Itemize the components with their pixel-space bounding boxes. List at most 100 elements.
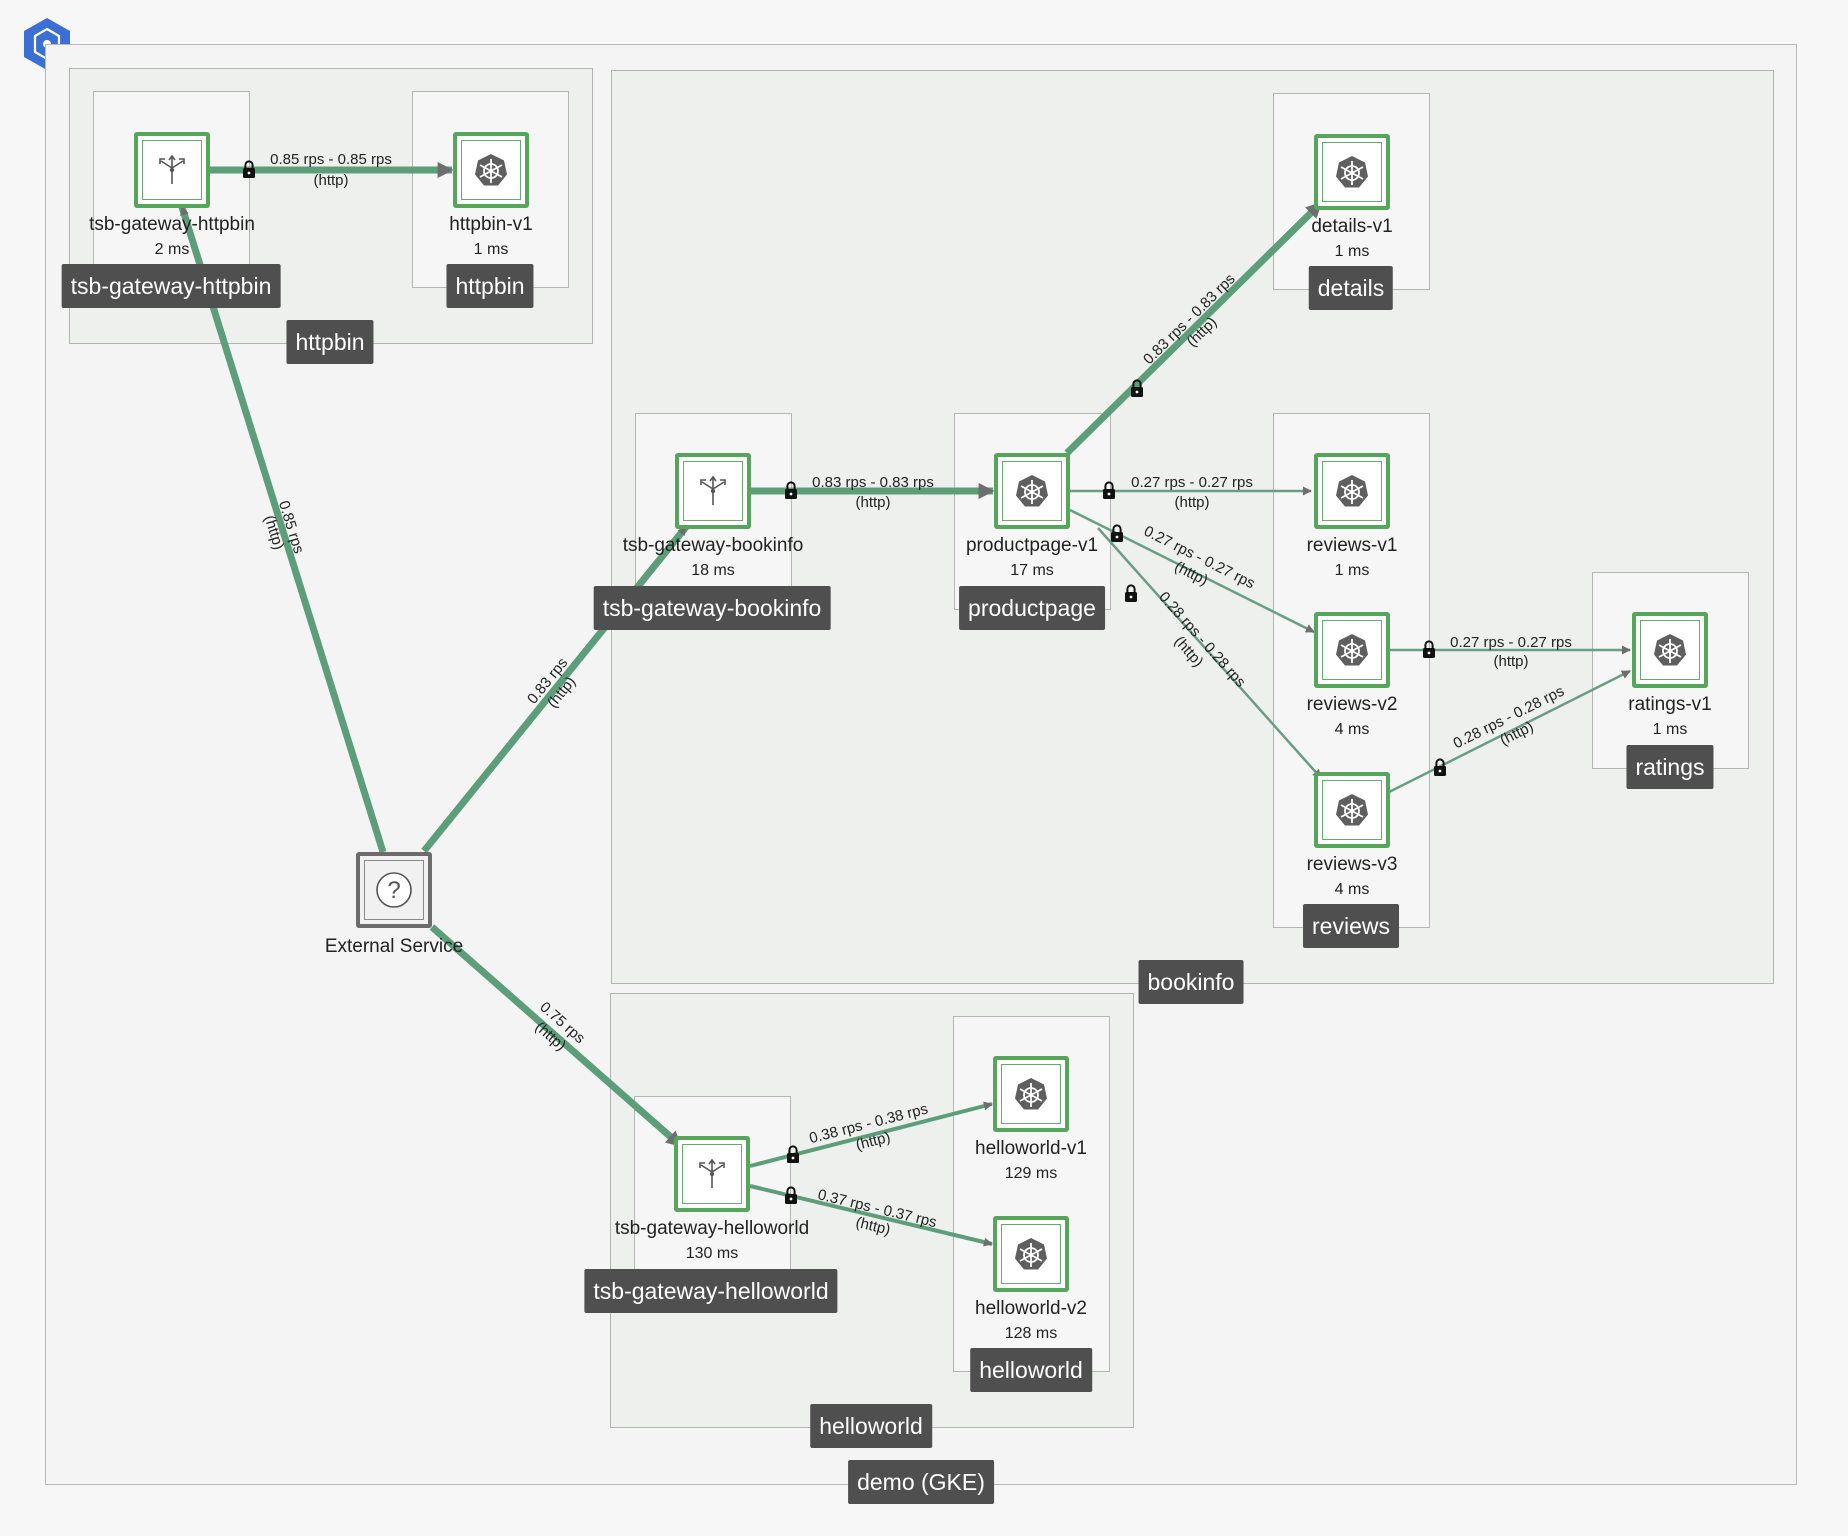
edge-reviewsv3-ratings[interactable]: 0.28 rps - 0.28 rps (http) <box>1388 669 1631 794</box>
namespace-tag-httpbin[interactable]: httpbin <box>286 320 374 364</box>
node-name: External Service <box>324 936 464 957</box>
node-label-helloworld-v2: helloworld-v2 128 ms <box>975 1296 1087 1346</box>
node-external-service[interactable]: ? <box>356 852 432 928</box>
edge-protocol-label: (http) <box>313 172 348 189</box>
edge-external-gwhelloworld[interactable]: 0.75 rps (http) <box>429 924 684 1149</box>
node-helloworld-v1[interactable] <box>993 1056 1069 1132</box>
namespace-tag-helloworld[interactable]: helloworld <box>810 1404 932 1448</box>
node-label-ratings-v1: ratings-v1 1 ms <box>1628 692 1711 742</box>
node-tsb-gateway-bookinfo[interactable] <box>675 453 751 529</box>
node-latency: 130 ms <box>685 1245 739 1262</box>
edge-rate-label: 0.28 rps - 0.28 rps <box>1155 589 1249 691</box>
node-name: tsb-gateway-helloworld <box>614 1218 810 1239</box>
node-productpage-v1[interactable] <box>994 453 1070 529</box>
node-reviews-v2[interactable] <box>1314 612 1390 688</box>
node-latency: 1 ms <box>1652 721 1688 738</box>
edge-gwhelloworld-helloworldv1[interactable]: 0.38 rps - 0.38 rps (http) <box>749 1100 993 1168</box>
edge-rate-label: 0.83 rps - 0.83 rps <box>1140 270 1239 367</box>
node-label-reviews-v3: reviews-v3 4 ms <box>1307 852 1398 902</box>
node-name: reviews-v1 <box>1306 535 1398 556</box>
node-label-reviews-v2: reviews-v2 4 ms <box>1307 692 1398 742</box>
node-name: reviews-v2 <box>1306 694 1398 715</box>
edge-gwbookinfo-productpage[interactable]: 0.83 rps - 0.83 rps (http) <box>751 474 995 511</box>
edge-rate-label: 0.83 rps - 0.83 rps <box>812 474 934 491</box>
kubernetes-icon <box>1336 634 1368 666</box>
app-box-tsb-gateway-bookinfo[interactable] <box>635 413 792 610</box>
app-tag-productpage[interactable]: productpage <box>959 586 1105 630</box>
edge-protocol-label: (http) <box>1493 653 1528 670</box>
edge-protocol-label: (http) <box>1174 494 1209 511</box>
node-name: helloworld-v2 <box>975 1298 1087 1319</box>
gateway-icon <box>159 154 185 184</box>
node-name: helloworld-v1 <box>975 1138 1087 1159</box>
node-latency: 129 ms <box>1004 1165 1058 1182</box>
gateway-icon <box>700 475 726 505</box>
node-reviews-v3[interactable] <box>1314 772 1390 848</box>
gateway-icon <box>699 1158 725 1188</box>
node-label-httpbin-v1: httpbin-v1 1 ms <box>449 212 532 262</box>
edge-rate-label: 0.85 rps - 0.85 rps <box>270 151 392 168</box>
node-latency: 128 ms <box>1004 1325 1058 1342</box>
svg-text:?: ? <box>387 877 400 904</box>
mtls-lock-icon <box>1102 481 1116 500</box>
app-tag-helloworld[interactable]: helloworld <box>970 1348 1092 1392</box>
node-latency: 18 ms <box>691 562 735 579</box>
app-tag-reviews[interactable]: reviews <box>1303 904 1399 948</box>
kubernetes-icon <box>1015 1238 1047 1270</box>
node-name: tsb-gateway-bookinfo <box>622 535 804 556</box>
kubernetes-icon <box>1336 475 1368 507</box>
node-label-tsb-gateway-helloworld: tsb-gateway-helloworld 130 ms <box>615 1216 809 1266</box>
cluster-tag[interactable]: demo (GKE) <box>848 1460 994 1504</box>
edge-rate-label: 0.27 rps - 0.27 rps <box>1450 634 1572 651</box>
edge-protocol-label: (http) <box>855 494 890 511</box>
app-tag-tsb-gateway-helloworld[interactable]: tsb-gateway-helloworld <box>584 1269 838 1313</box>
app-tag-tsb-gateway-httpbin[interactable]: tsb-gateway-httpbin <box>61 264 281 308</box>
node-latency: 1 ms <box>1334 562 1370 579</box>
edge-productpage-details[interactable]: 0.83 rps - 0.83 rps (http) <box>1064 200 1324 456</box>
edge-gwhttpbin-httpbinv1[interactable]: 0.85 rps - 0.85 rps (http) <box>210 151 454 189</box>
node-latency: 17 ms <box>1010 562 1054 579</box>
node-label-tsb-gateway-httpbin: tsb-gateway-httpbin 2 ms <box>89 212 255 262</box>
node-label-tsb-gateway-bookinfo: tsb-gateway-bookinfo 18 ms <box>623 533 804 583</box>
node-tsb-gateway-httpbin[interactable] <box>134 132 210 208</box>
node-latency: 2 ms <box>154 241 190 258</box>
node-latency: 4 ms <box>1334 881 1370 898</box>
node-name: productpage-v1 <box>965 535 1099 556</box>
edge-productpage-reviewsv1[interactable]: 0.27 rps - 0.27 rps (http) <box>1070 474 1312 511</box>
node-label-details-v1: details-v1 1 ms <box>1311 214 1392 264</box>
node-details-v1[interactable] <box>1314 134 1390 210</box>
mtls-lock-icon <box>1433 758 1447 777</box>
app-tag-details[interactable]: details <box>1308 266 1394 310</box>
app-tag-ratings[interactable]: ratings <box>1626 745 1714 789</box>
kubernetes-icon <box>1336 794 1368 826</box>
node-latency: 1 ms <box>473 241 509 258</box>
namespace-tag-bookinfo[interactable]: bookinfo <box>1138 960 1244 1004</box>
mtls-lock-icon <box>784 1186 798 1205</box>
question-icon: ? <box>376 872 412 908</box>
mtls-lock-icon <box>786 1145 800 1164</box>
node-latency: 4 ms <box>1334 721 1370 738</box>
edge-productpage-reviewsv2[interactable]: 0.27 rps - 0.27 rps (http) <box>1069 508 1315 634</box>
node-name: reviews-v3 <box>1306 854 1398 875</box>
node-ratings-v1[interactable] <box>1632 612 1708 688</box>
node-name: tsb-gateway-httpbin <box>89 214 255 235</box>
edge-reviewsv2-ratings[interactable]: 0.27 rps - 0.27 rps (http) <box>1389 634 1631 670</box>
node-label-external-service: External Service <box>325 934 463 959</box>
node-helloworld-v2[interactable] <box>993 1216 1069 1292</box>
kubernetes-icon <box>1654 634 1686 666</box>
node-name: httpbin-v1 <box>449 214 533 235</box>
app-tag-tsb-gateway-bookinfo[interactable]: tsb-gateway-bookinfo <box>593 586 831 630</box>
kubernetes-icon <box>475 154 507 186</box>
app-tag-httpbin[interactable]: httpbin <box>446 264 534 308</box>
node-httpbin-v1[interactable] <box>453 132 529 208</box>
node-label-productpage-v1: productpage-v1 17 ms <box>966 533 1098 583</box>
node-tsb-gateway-helloworld[interactable] <box>674 1136 750 1212</box>
mtls-lock-icon <box>242 160 256 179</box>
node-name: details-v1 <box>1311 216 1393 237</box>
node-label-helloworld-v1: helloworld-v1 129 ms <box>975 1136 1087 1186</box>
namespace-box-bookinfo[interactable] <box>611 70 1774 984</box>
kubernetes-icon <box>1016 475 1048 507</box>
node-reviews-v1[interactable] <box>1314 453 1390 529</box>
